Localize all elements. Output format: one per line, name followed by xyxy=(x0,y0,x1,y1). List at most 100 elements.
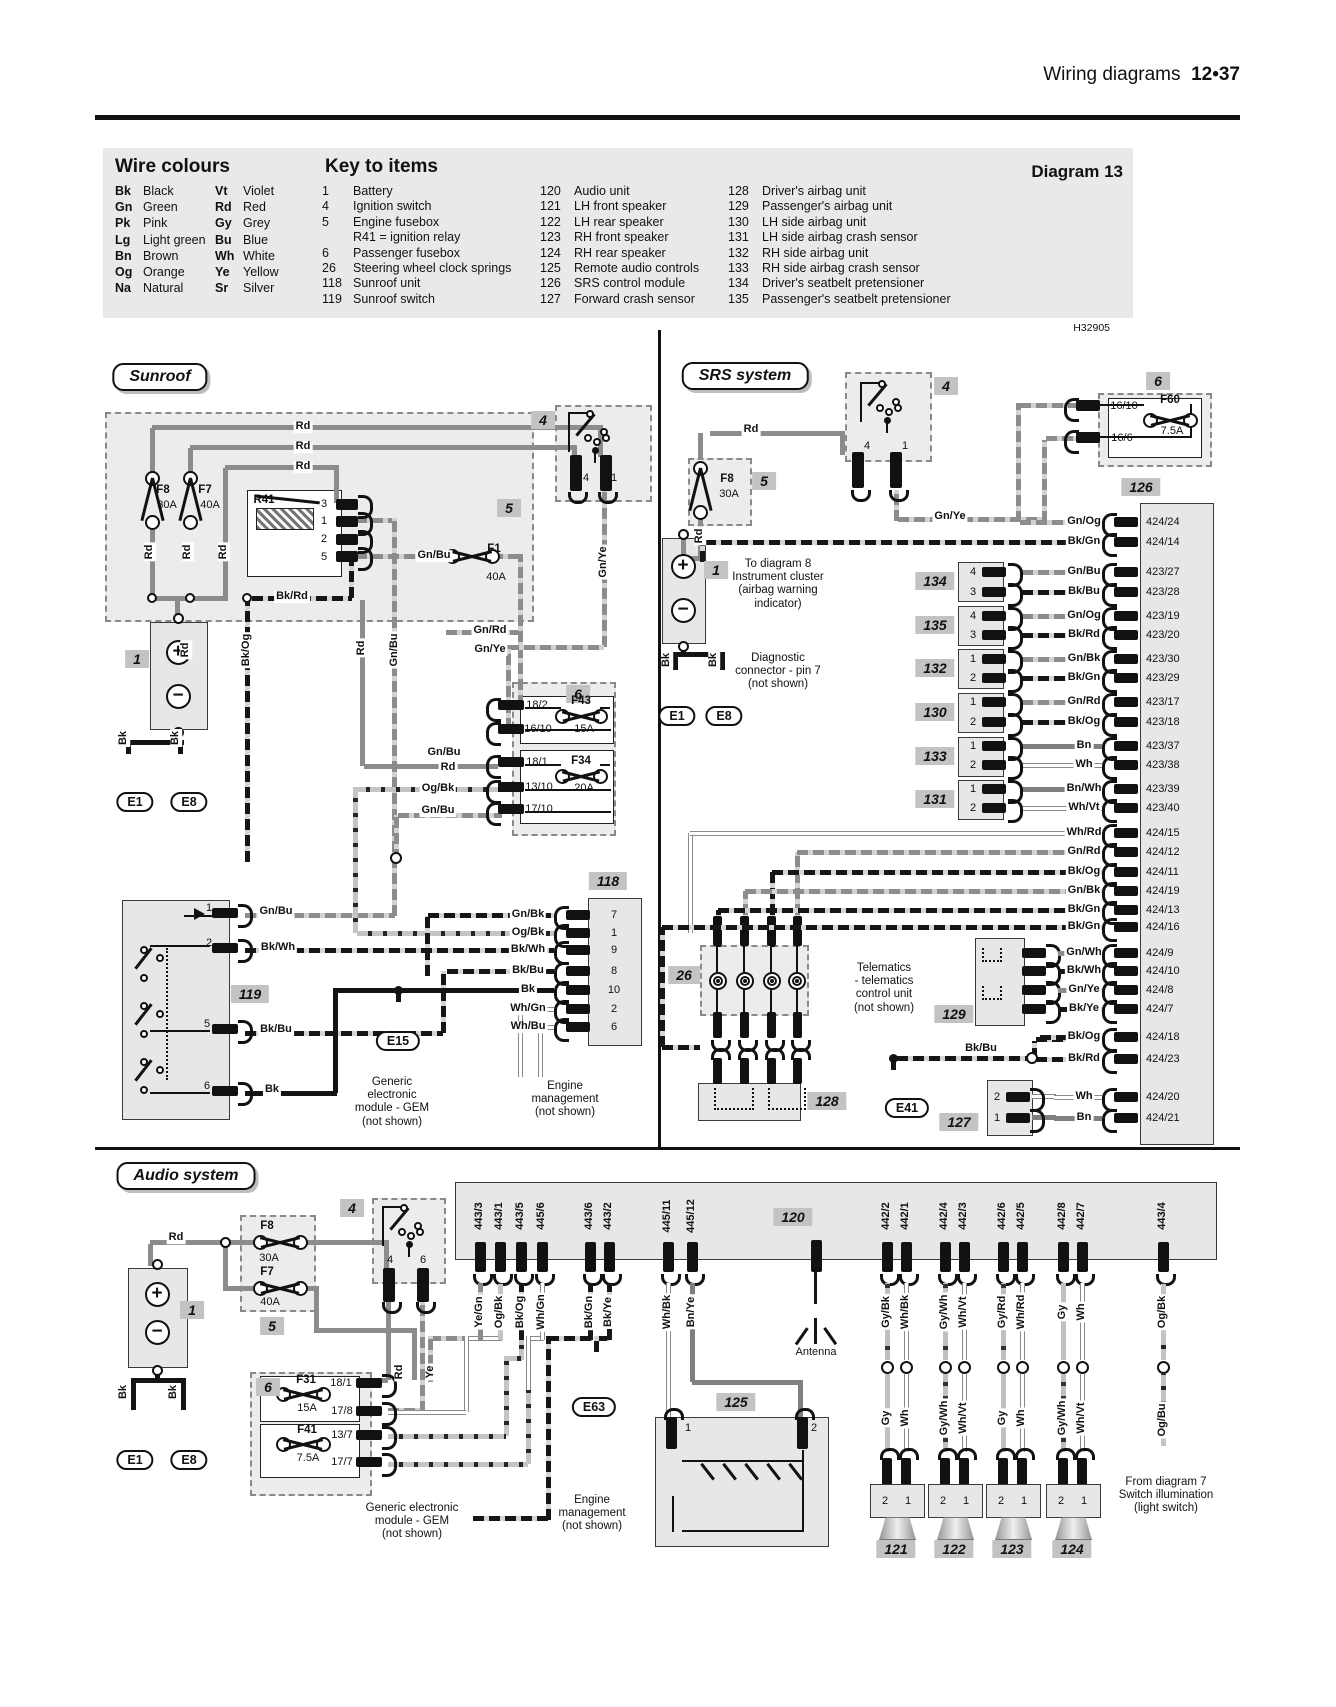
wire xyxy=(245,1031,443,1036)
wire xyxy=(508,645,604,650)
connector-arc xyxy=(602,1274,622,1286)
connector-stub xyxy=(212,1024,238,1034)
wire-label-vertical: Wh/Rd xyxy=(1015,1292,1028,1332)
wire xyxy=(245,913,395,918)
connector-arc xyxy=(1056,1448,1076,1460)
wire-colour-code: Gy xyxy=(215,216,232,231)
speaker-box xyxy=(870,1484,925,1518)
section-title: Audio system xyxy=(116,1162,256,1190)
pin-label: 423/38 xyxy=(1146,759,1180,771)
wire-label: Gn/Bu xyxy=(1065,565,1103,578)
pin-label: 9 xyxy=(610,944,618,956)
junction xyxy=(156,1066,164,1074)
connector-stub xyxy=(1114,948,1138,958)
key-item-label: RH side airbag crash sensor xyxy=(762,261,920,275)
ground-pill: E15 xyxy=(375,1031,421,1051)
wire-label: Bk/Wh xyxy=(258,941,298,954)
pin-label: 16/10 xyxy=(1110,400,1138,412)
key-item-number: 128 xyxy=(728,184,749,198)
connector-stub xyxy=(982,760,1006,770)
connector-arc xyxy=(238,1082,253,1106)
ground-icon xyxy=(0,155,10,158)
junction xyxy=(172,612,184,624)
wire-label-vertical: Rd xyxy=(393,1362,406,1382)
wire xyxy=(814,1318,817,1344)
wire xyxy=(1160,1340,1166,1360)
speaker-cone xyxy=(995,1517,1032,1540)
connector-stub xyxy=(336,499,358,510)
item-tag: 1 xyxy=(180,1301,204,1319)
key-item-number: 26 xyxy=(322,261,336,275)
connector-arc xyxy=(568,492,588,504)
fuse-label: F43 xyxy=(571,695,591,707)
connector-stub xyxy=(356,1430,382,1440)
wire xyxy=(148,1244,153,1266)
wire xyxy=(223,468,228,598)
wire xyxy=(245,947,554,953)
pin-label: 2 xyxy=(969,672,977,684)
connector-stub xyxy=(336,534,358,545)
pin-label: 424/8 xyxy=(1146,984,1174,996)
wire xyxy=(898,517,1046,522)
junction xyxy=(716,979,720,983)
wire xyxy=(688,833,693,933)
wire-colour-name: Violet xyxy=(243,184,275,198)
text-label: 30A xyxy=(719,488,739,500)
wire xyxy=(430,1336,480,1341)
junction xyxy=(888,1053,898,1063)
wire xyxy=(718,907,1102,913)
item-tag: 125 xyxy=(716,1393,756,1411)
junction xyxy=(144,1319,170,1345)
pin-label: 2 xyxy=(969,802,977,814)
connector-stub xyxy=(1076,400,1100,411)
connector-stub xyxy=(1022,1004,1046,1014)
wire-label: Rd xyxy=(293,420,313,433)
pin-label-vertical: 442/2 xyxy=(880,1202,893,1230)
key-item-label: RH side airbag unit xyxy=(762,245,869,260)
pin-label: 423/37 xyxy=(1146,740,1180,752)
ground-icon xyxy=(0,88,3,95)
wire xyxy=(705,539,1102,545)
wire-label: Bk/Gn xyxy=(1065,535,1103,548)
connector-stub xyxy=(1114,697,1138,707)
connector-arc xyxy=(583,1274,603,1286)
wire xyxy=(518,1009,523,1077)
component-box xyxy=(455,1182,1217,1260)
key-item-label: Sunroof switch xyxy=(353,291,435,306)
connector-arc xyxy=(685,1274,705,1286)
connector-stub xyxy=(494,1242,506,1272)
pin-label: 423/39 xyxy=(1146,783,1180,795)
connector-stub xyxy=(498,782,524,792)
pin-label: 2 xyxy=(881,1495,889,1507)
connector-stub xyxy=(767,1012,776,1038)
connector-stub xyxy=(1016,1242,1028,1272)
wire xyxy=(1060,1340,1066,1360)
pin-label: 424/21 xyxy=(1146,1112,1180,1124)
wire-colour-code: Ye xyxy=(215,265,230,279)
pin-label: 424/14 xyxy=(1146,536,1180,548)
pin-label: 423/30 xyxy=(1146,653,1180,665)
item-tag: 6 xyxy=(256,1378,280,1396)
wire xyxy=(230,1240,262,1245)
connector-stub xyxy=(417,1268,429,1302)
connector-arc xyxy=(1008,626,1023,650)
fuse-label: F34 xyxy=(571,755,591,767)
pin-label: 424/20 xyxy=(1146,1091,1180,1103)
connector-stub xyxy=(1114,1113,1138,1123)
key-item-label: Remote audio controls xyxy=(574,261,700,275)
connector-arc xyxy=(1102,799,1117,823)
wire xyxy=(525,811,611,813)
connector-arc xyxy=(486,780,501,804)
battery-minus: − xyxy=(172,685,184,707)
junction xyxy=(407,1232,415,1240)
wire xyxy=(897,1056,1027,1061)
wire-label: Gn/Bk xyxy=(1065,884,1103,897)
junction xyxy=(151,1258,163,1270)
speaker-box xyxy=(986,1484,1041,1518)
fuse-label: F7 xyxy=(198,484,212,496)
connector-arc xyxy=(738,1048,758,1060)
wire xyxy=(150,428,155,480)
wire xyxy=(692,1380,800,1385)
wire-label-vertical: Bk xyxy=(660,650,673,670)
key-item-number: 130 xyxy=(728,214,749,229)
